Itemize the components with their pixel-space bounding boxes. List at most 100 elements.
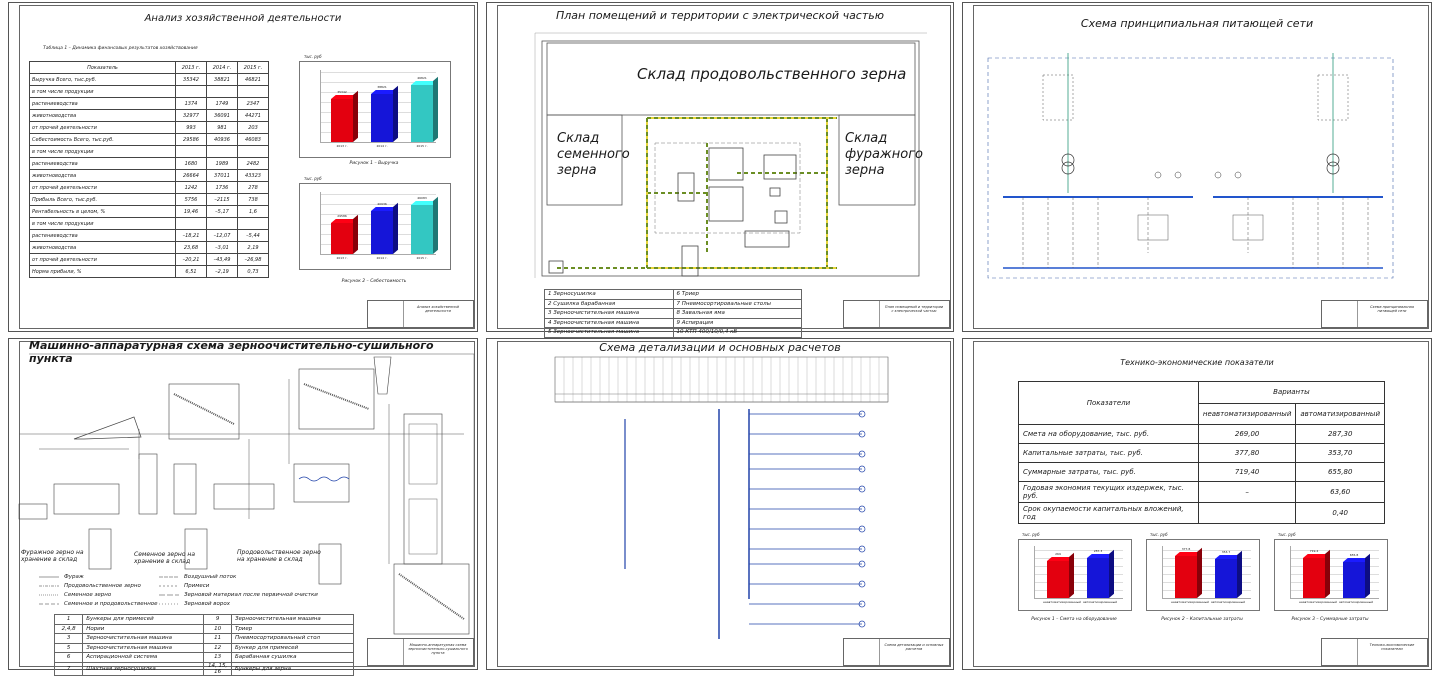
chart-bar [1175, 547, 1202, 598]
flow-legend-item: Воздушный поток [184, 574, 237, 580]
title-block-text: Технико-экономические показатели [1369, 643, 1415, 651]
bar-side [1237, 550, 1242, 598]
sheet-floor-plan: План помещений и территории с электричес… [486, 2, 954, 338]
table-cell: 19,46 [175, 205, 207, 218]
table-cell: 993 [175, 121, 207, 134]
title-block-text: Машинно-аппаратурная схема зерноочистите… [408, 643, 468, 655]
bar-value-label: 46083 [417, 196, 427, 200]
table-cell: Годовая экономия текущих издержек, тыс. … [1018, 481, 1199, 503]
table-cell: от прочей деятельности [29, 253, 176, 266]
title-block: Схема детализации и основных расчетов [843, 638, 950, 666]
equipment-cell: 9 [203, 614, 232, 625]
table-row: Годовая экономия текущих издержек, тыс. … [1018, 481, 1385, 503]
bar-side [1365, 553, 1370, 598]
equipment-cell: Барабанная сушилка [230, 652, 355, 663]
table-row: в том числе продукции [29, 145, 269, 158]
flow-legend-item: Фураж [64, 574, 84, 580]
col-variants: Варианты [1197, 381, 1386, 404]
equipment-cell: Бункер для примесей [230, 642, 355, 653]
col-variant-1: неавтоматизированный [1197, 402, 1297, 425]
category-label: неавтоматизированный [1299, 600, 1337, 604]
legend-cell: 8 Завальная яма [672, 308, 802, 319]
legend-cell: 4 Зерноочистительная машина [544, 317, 674, 328]
table-cell: 35342 [175, 73, 207, 86]
sheet-tech-economic: Технико-экономические показатели Показат… [962, 338, 1432, 670]
table-cell: в том числе продукции [29, 217, 176, 230]
bar-value-label: 719.4 [1309, 549, 1319, 553]
table-cell: –18,21 [175, 229, 207, 242]
title-block: Схема принципиальная питающей сети [1321, 300, 1428, 328]
bar-value-label: 353.7 [1221, 550, 1231, 554]
legend-cell: 3 Зерноочистительная машина [544, 308, 674, 319]
chart-bar [1087, 549, 1114, 598]
table-cell: –43,49 [206, 253, 238, 266]
title-block-text: План помещений и территории с электричес… [884, 305, 944, 313]
table-cell: 63,60 [1295, 481, 1385, 503]
legend-cell: 6 Триер [672, 289, 802, 300]
table-cell: 32977 [175, 109, 207, 122]
table-cell: 1736 [206, 181, 238, 194]
table-cell [206, 217, 238, 230]
table-cell: –3,01 [206, 241, 238, 254]
table-cell [175, 85, 207, 98]
table-cell: Суммарные затраты, тыс. руб. [1018, 462, 1199, 482]
flow-legend-item: Продовольственное зерно [64, 583, 141, 589]
sheet-title: Технико-экономические показатели [1120, 358, 1274, 367]
power-scheme-drawing [987, 53, 1394, 279]
table-cell [1197, 502, 1297, 524]
chart-bar [1047, 552, 1074, 598]
title-block: Технико-экономические показатели [1321, 638, 1428, 666]
table-header: 2013 г. [175, 61, 207, 74]
bar-side [433, 76, 438, 142]
equipment-cell: 12 [203, 642, 232, 653]
table-cell: 353,70 [1295, 443, 1385, 463]
table-cell: 377,80 [1197, 443, 1297, 463]
equipment-cell: Зерноочистительная машина [82, 633, 205, 644]
detailing-table-drawing [554, 356, 889, 639]
chart-bar [411, 196, 438, 254]
table-cell: 46821 [237, 73, 269, 86]
equipment-cell: Нории [82, 623, 205, 634]
sheet-process-flow: Машинно-аппаратурная схема зерноочистите… [8, 338, 478, 676]
table-header: 2014 г. [206, 61, 238, 74]
bar-side [1197, 547, 1202, 598]
category-label: 2015 г. [416, 256, 428, 260]
chart-bar [331, 214, 358, 254]
title-block-text: Схема принципиальная питающей сети [1370, 305, 1414, 313]
equipment-cell: Бункеры для зерна [230, 661, 355, 676]
sheet-title: План помещений и территории с электричес… [555, 9, 885, 22]
chart-bar [331, 90, 358, 142]
category-label: автоматизированный [1083, 600, 1118, 604]
bar-value-label: 377.8 [1181, 547, 1191, 551]
chart-bar [411, 76, 438, 142]
table-cell: 5756 [175, 193, 207, 206]
table-cell: Норма прибыли, % [29, 265, 176, 278]
table-row: в том числе продукции [29, 217, 269, 230]
equipment-cell: Зерноочистительная машина [82, 642, 205, 653]
sheet-title: Анализ хозяйственной деятельности [144, 13, 342, 24]
flow-label: Семенное зерно на хранение в склад [134, 551, 196, 565]
table-cell: 1749 [206, 97, 238, 110]
table-cell [206, 85, 238, 98]
legend-cell: 1 Зерносушилка [544, 289, 674, 300]
equipment-cell: Зерноочистительная машина [230, 614, 355, 625]
flow-legend-item: Примеси [184, 583, 210, 589]
table-cell: 6,51 [175, 265, 207, 278]
sheet-title: Машинно-аппаратурная схема зерноочистите… [29, 339, 434, 365]
equipment-cell: 13 [203, 652, 232, 663]
table-cell: растениеводства [29, 229, 176, 242]
table-row: Срок окупаемости капитальных вложений, г… [1018, 502, 1385, 524]
equipment-cell: 10 [203, 623, 232, 634]
